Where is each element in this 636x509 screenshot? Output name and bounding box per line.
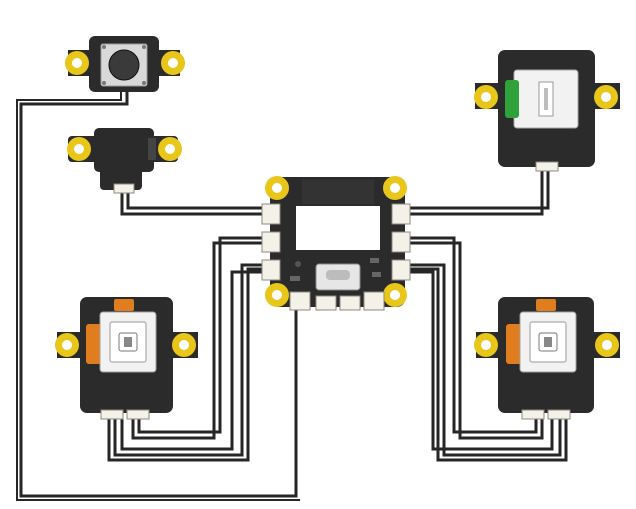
- buzzer-module[interactable]: [67, 128, 182, 194]
- wire-switch-to-controller: [404, 170, 550, 216]
- controller-port-bottom-1: [289, 291, 311, 311]
- green-switch-module[interactable]: [474, 50, 620, 172]
- wire-left-knob-to-controller: [107, 236, 268, 462]
- wire-button-to-controller-inner: [16, 90, 300, 501]
- wires: [16, 90, 568, 501]
- controller-port-right-3: [391, 259, 411, 281]
- button-cap-icon[interactable]: [108, 49, 140, 81]
- left-knob-connector-1: [100, 409, 124, 420]
- controller-port-left-1: [261, 203, 281, 225]
- controller-port-bottom-4: [363, 291, 385, 311]
- right-knob-module[interactable]: [474, 297, 620, 420]
- switch-lever-icon[interactable]: [505, 80, 519, 118]
- right-knob-connector-2: [547, 409, 571, 420]
- buzzer-connector: [113, 183, 135, 194]
- switch-connector: [535, 161, 559, 172]
- controller-port-left-3: [261, 259, 281, 281]
- wire-button-to-controller: [19, 90, 298, 498]
- controller-port-right-2: [391, 231, 411, 253]
- main-controller-module[interactable]: [261, 176, 411, 311]
- controller-port-bottom-2: [315, 295, 337, 311]
- push-button-module[interactable]: [65, 36, 185, 92]
- controller-port-bottom-3: [339, 295, 361, 311]
- left-knob-connector-2: [126, 409, 150, 420]
- right-knob-connector-1: [521, 409, 545, 420]
- left-knob-module[interactable]: [55, 297, 198, 420]
- wire-buzzer-to-controller: [120, 192, 268, 216]
- controller-port-left-2: [261, 231, 281, 253]
- controller-port-right-1: [391, 203, 411, 225]
- controller-cutout: [296, 206, 380, 250]
- wire-right-knob-to-controller: [404, 236, 568, 462]
